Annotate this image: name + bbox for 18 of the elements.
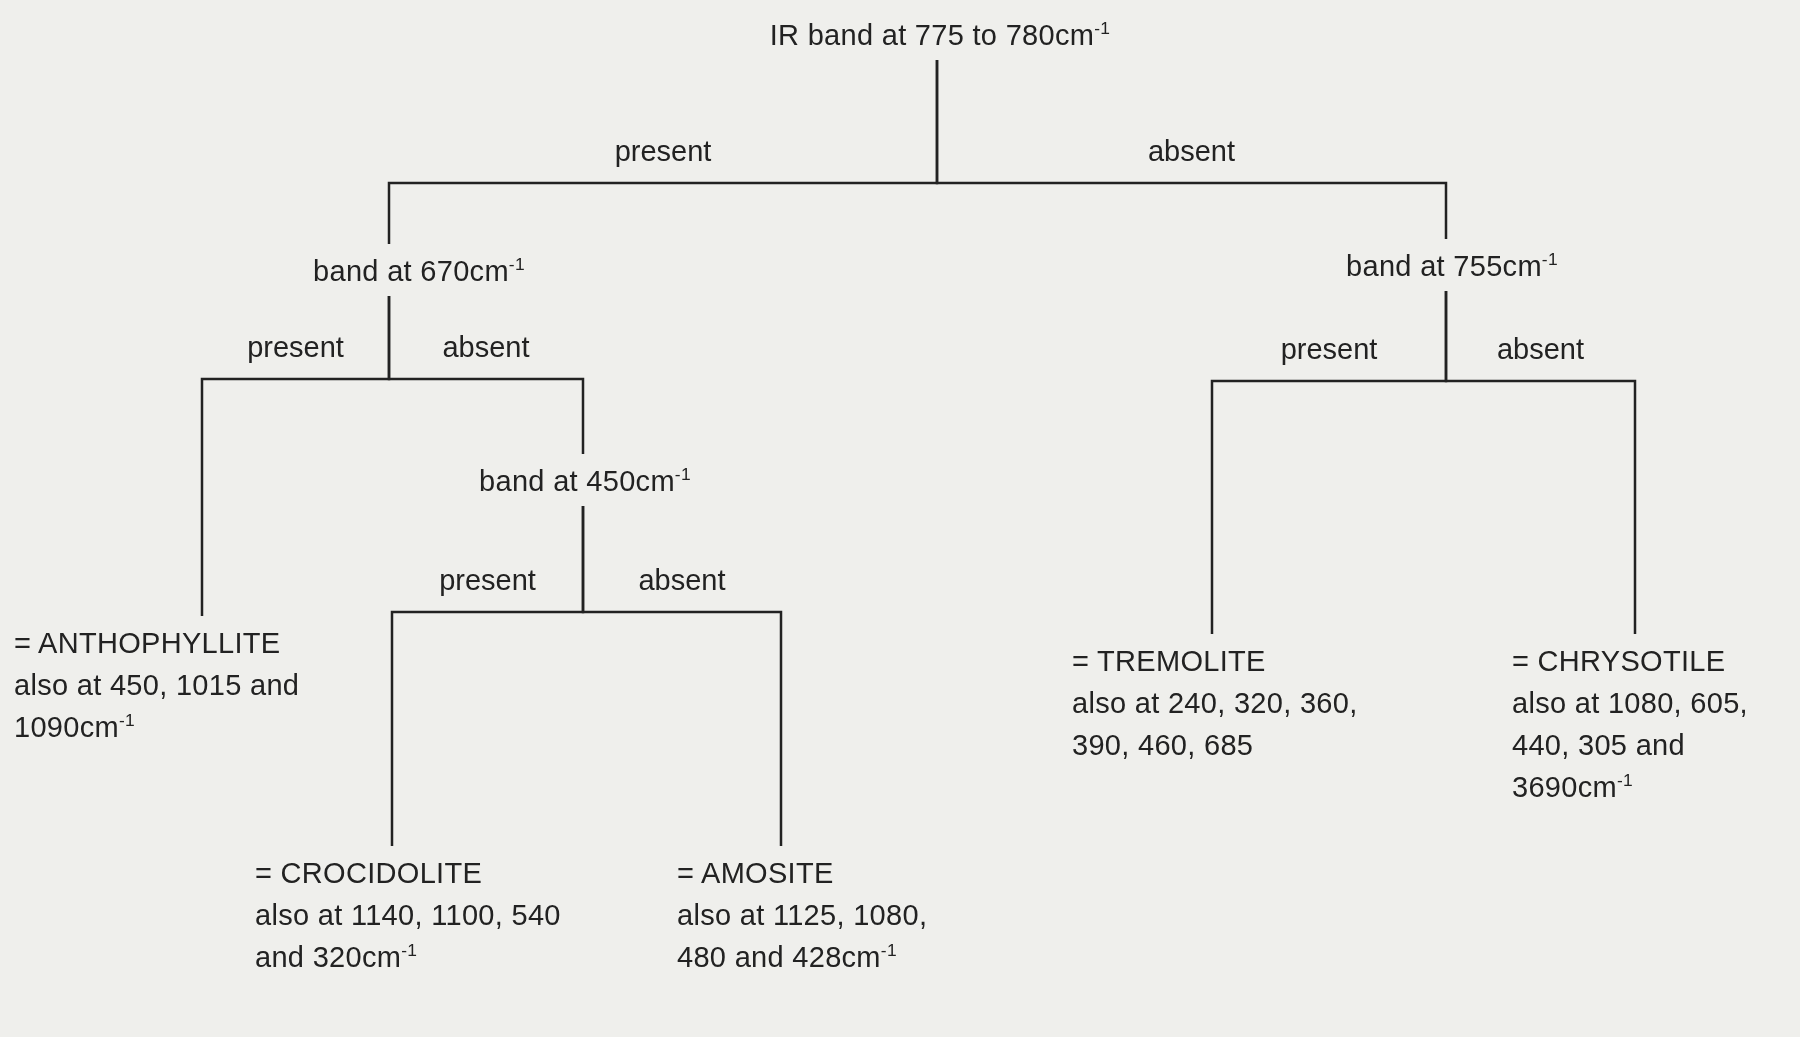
tree-connector [581,506,783,846]
band-list: also at 450, 1015 and 1090cm$^{-1}$ [14,664,374,748]
tree-connector [1444,291,1637,634]
band-list: also at 1080, 605, 440, 305 and 3690cm$^{-1}$ [1512,682,1798,808]
test-condition: band at 450cm$^{-1}$ [479,463,691,499]
mineral-name: = CROCIDOLITE [255,856,483,891]
test-condition: band at 755cm$^{-1}$ [1346,248,1558,284]
test-condition: IR band at 775 to 780cm$^{-1}$ [769,17,1111,53]
band-list: also at 240, 320, 360, 390, 460, 685 [1072,682,1372,766]
mineral-name: = CHRYSOTILE [1512,644,1726,679]
mineral-name: = TREMOLITE [1072,644,1266,679]
tree-connector [387,296,585,454]
band-list: also at 1140, 1100, 540 and 320cm$^{-1}$ [255,894,585,978]
band-list: also at 1125, 1080, 480 and 428cm$^{-1}$ [677,894,957,978]
test-condition: band at 670cm$^{-1}$ [313,253,525,289]
mineral-name: = ANTHOPHYLLITE [14,626,281,661]
mineral-name: = AMOSITE [677,856,834,891]
tree-connector [935,60,1448,239]
